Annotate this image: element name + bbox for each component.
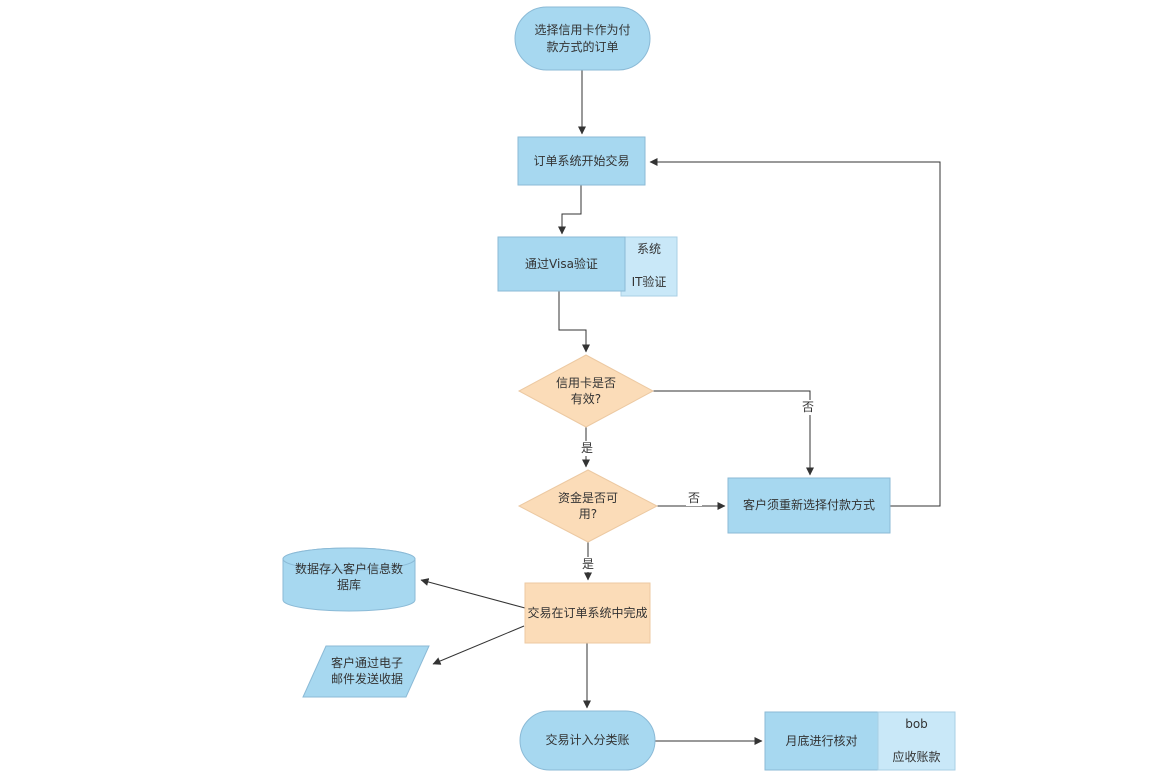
node-funds-available-shape bbox=[517, 469, 659, 543]
node-customer-database-top bbox=[282, 547, 416, 571]
node-visa-annotation-shape bbox=[620, 236, 678, 297]
node-reconcile-annotation-shape bbox=[877, 711, 956, 771]
edge-card-valid-no bbox=[653, 390, 814, 476]
node-transaction-complete-shape bbox=[524, 582, 651, 644]
node-email-receipt-shape bbox=[302, 645, 430, 698]
node-start-shape bbox=[514, 6, 651, 71]
node-reselect-payment-shape bbox=[727, 477, 891, 534]
edge-visa-to-card-valid bbox=[558, 291, 590, 353]
node-order-system-shape bbox=[517, 136, 646, 186]
edge-order-to-visa bbox=[558, 185, 582, 235]
node-card-valid-shape bbox=[517, 354, 655, 428]
edge-reselect-to-order-loop bbox=[649, 158, 941, 507]
node-ledger-shape bbox=[519, 710, 656, 771]
node-visa-check-shape bbox=[497, 236, 626, 292]
edge-complete-to-database bbox=[420, 578, 526, 609]
edge-complete-to-email bbox=[432, 625, 525, 665]
